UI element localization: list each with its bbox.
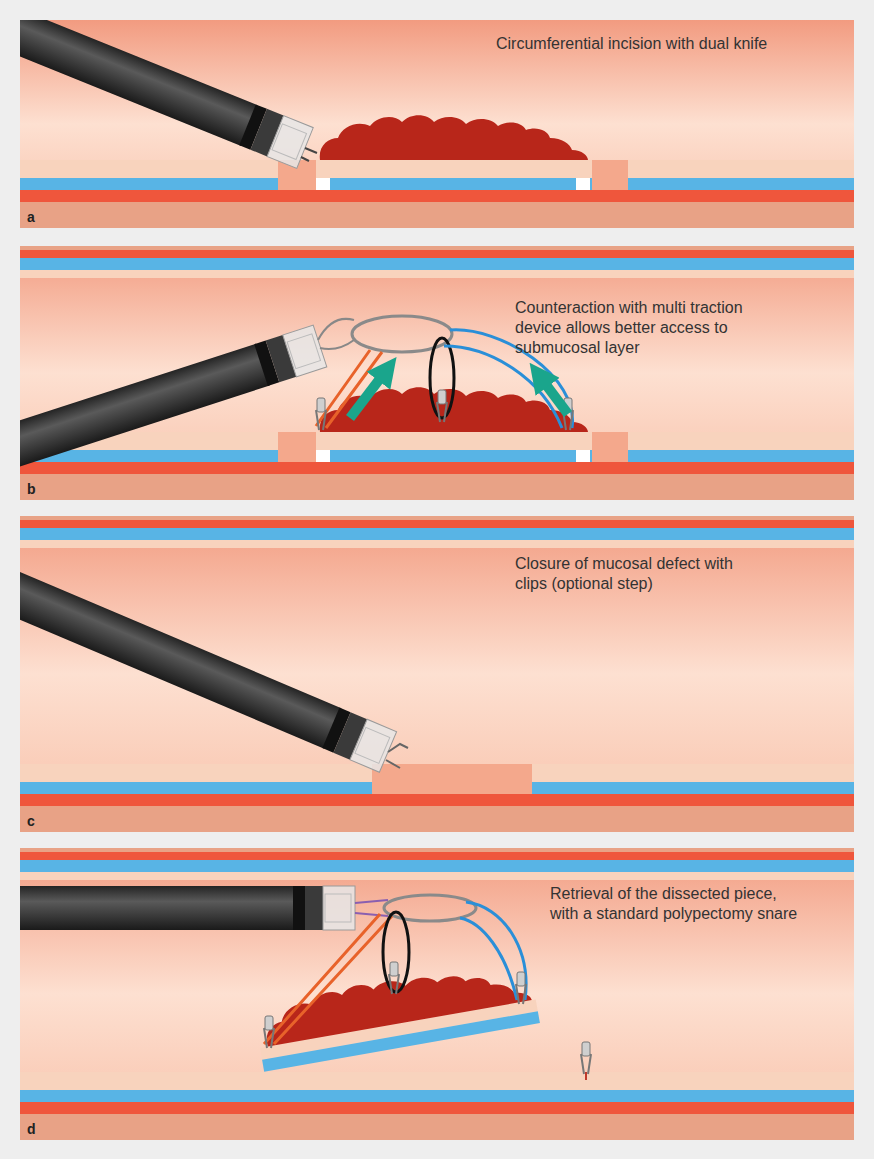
panel-letter: c: [27, 813, 35, 829]
panel-letter: b: [27, 481, 36, 497]
step-caption: Circumferential incision with dual knife: [496, 34, 846, 54]
step-caption: Closure of mucosal defect with clips (op…: [515, 554, 765, 594]
panel-letter: a: [27, 209, 35, 225]
step-panel: Closure of mucosal defect with clips (op…: [20, 516, 854, 832]
panel-letter: d: [27, 1121, 36, 1137]
step-panel: Circumferential incision with dual knife…: [20, 20, 854, 228]
step-caption: Retrieval of the dissected piece, with a…: [550, 884, 800, 924]
step-panel: Counteraction with multi traction device…: [20, 246, 854, 500]
step-caption: Counteraction with multi traction device…: [515, 298, 785, 358]
step-panel: Retrieval of the dissected piece, with a…: [20, 848, 854, 1140]
